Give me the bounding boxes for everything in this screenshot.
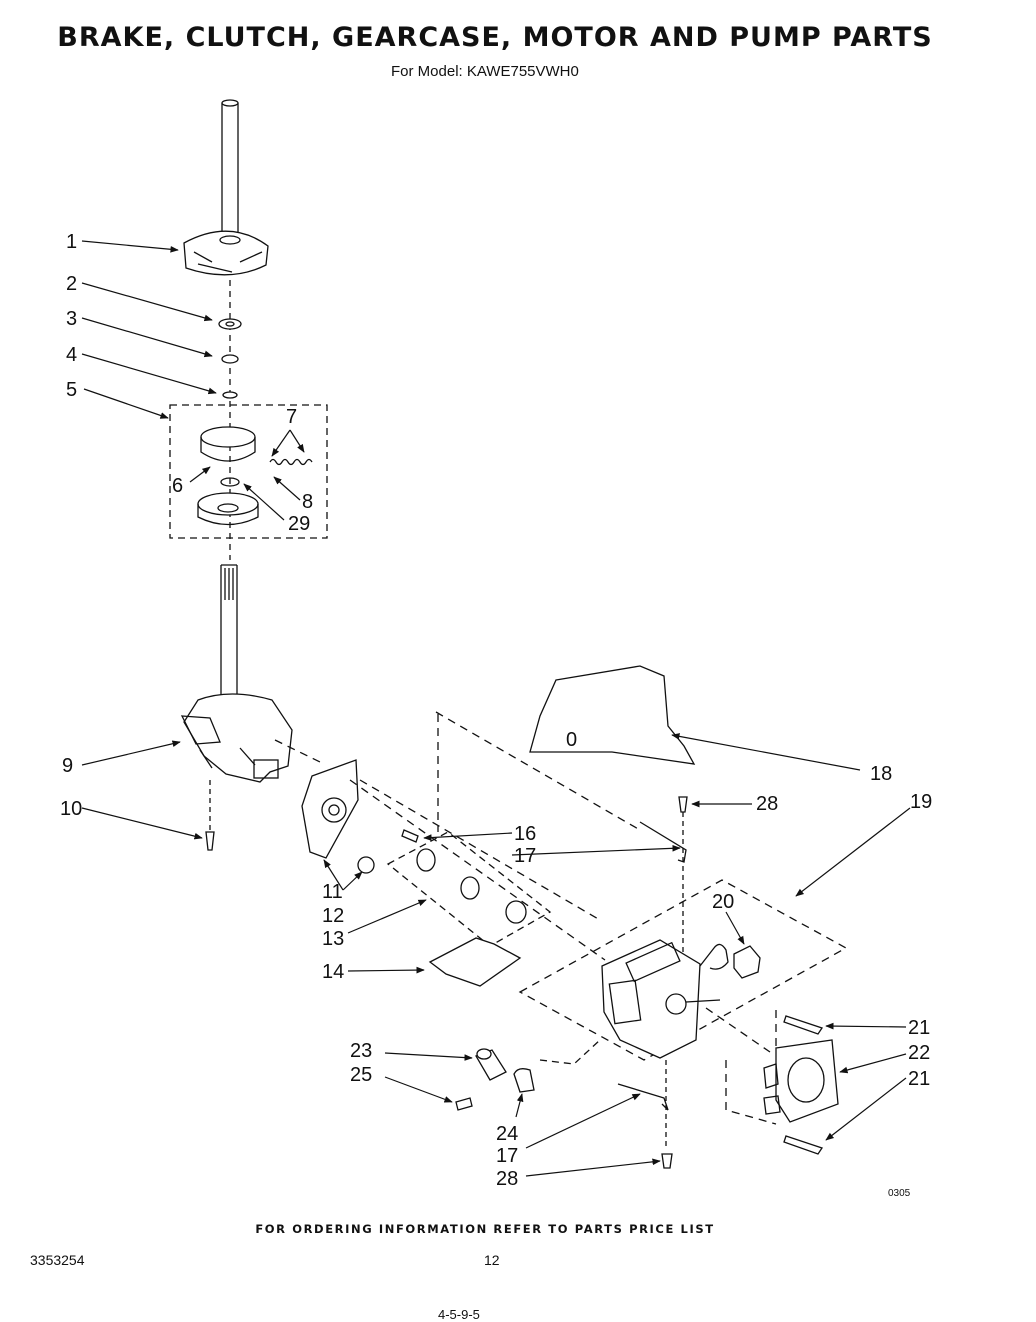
capacitor-clip-part	[513, 1068, 535, 1093]
ordering-note: FOR ORDERING INFORMATION REFER TO PARTS …	[255, 1222, 715, 1236]
pump-part	[763, 1039, 839, 1123]
clutch-drum-part	[197, 492, 259, 526]
gearcase-part	[180, 693, 293, 783]
clutch-kit-box	[169, 404, 328, 539]
upper-screw-part	[678, 796, 688, 813]
drawing-code: 0305	[888, 1188, 911, 1199]
nut-part	[357, 856, 375, 874]
pump-pin-part	[783, 1015, 824, 1035]
page-title: BRAKE, CLUTCH, GEARCASE, MOTOR AND PUMP …	[57, 22, 933, 53]
callout-4: 4	[66, 344, 77, 366]
callout-28-upper: 28	[756, 793, 778, 815]
svg-text:0: 0	[566, 729, 577, 751]
motor-kit-box	[518, 879, 848, 1061]
spring-part	[269, 458, 313, 466]
callout-17-upper: 17	[514, 845, 536, 867]
lower-screw-part	[661, 1153, 673, 1169]
callout-19: 19	[910, 791, 932, 813]
mounting-plate-part	[301, 759, 359, 859]
callout-8: 8	[302, 491, 313, 513]
model-subtitle: For Model: KAWE755VWH0	[391, 63, 579, 80]
callout-6: 6	[172, 475, 183, 497]
callout-29: 29	[288, 513, 310, 535]
callout-21-upper: 21	[908, 1017, 930, 1039]
page-number: 12	[484, 1252, 500, 1268]
lower-rod-part	[617, 1083, 669, 1111]
bottom-mark: 4-5-9-5	[438, 1307, 480, 1322]
retaining-ring-part	[221, 354, 239, 364]
callout-11: 11	[322, 881, 343, 903]
capacitor-part	[475, 1048, 507, 1081]
motor-part	[601, 939, 729, 1059]
motor-switch-part	[733, 945, 761, 979]
coupling-parts	[416, 848, 527, 924]
callout-3: 3	[66, 308, 77, 330]
upper-shaft	[221, 99, 239, 240]
callout-24: 24	[496, 1123, 518, 1145]
plate-bolt-part	[401, 829, 419, 843]
washer-part	[218, 318, 242, 330]
callout-14: 14	[322, 961, 344, 983]
clutch-ring-part	[220, 477, 240, 487]
callout-21-lower: 21	[908, 1068, 930, 1090]
callout-9: 9	[62, 755, 73, 777]
callout-7: 7	[286, 406, 297, 428]
callout-12: 12	[322, 905, 344, 927]
callout-5: 5	[66, 379, 77, 401]
clutch-band-part	[200, 426, 256, 462]
callout-22: 22	[908, 1042, 930, 1064]
callout-17-lower: 17	[496, 1145, 518, 1167]
clip-screw-part	[455, 1097, 473, 1111]
callout-13: 13	[322, 928, 344, 950]
coupling-kit-box	[386, 831, 552, 947]
callout-28-lower: 28	[496, 1168, 518, 1190]
callout-16: 16	[514, 823, 536, 845]
callout-1: 1	[66, 231, 77, 253]
callout-20: 20	[712, 891, 734, 913]
alignment-lines	[274, 711, 641, 961]
callout-labels: 1 2 3 4 5 6 7 8 29 9 10 11 12 13 14 16 1…	[60, 231, 932, 1190]
upper-rod-part	[639, 821, 687, 863]
gearcase-screw-part	[205, 780, 215, 851]
callout-10: 10	[60, 798, 82, 820]
small-washer-part	[222, 391, 238, 399]
brake-housing-part	[183, 230, 269, 276]
document-number: 3353254	[30, 1252, 85, 1268]
leader-arrows	[81, 240, 911, 1177]
callout-23: 23	[350, 1040, 372, 1062]
callout-25: 25	[350, 1064, 372, 1086]
callout-2: 2	[66, 273, 77, 295]
cover-plate-part: 0	[529, 665, 696, 765]
callout-18: 18	[870, 763, 892, 785]
pump-pin-lower-part	[783, 1135, 824, 1155]
gasket-part	[428, 937, 522, 987]
